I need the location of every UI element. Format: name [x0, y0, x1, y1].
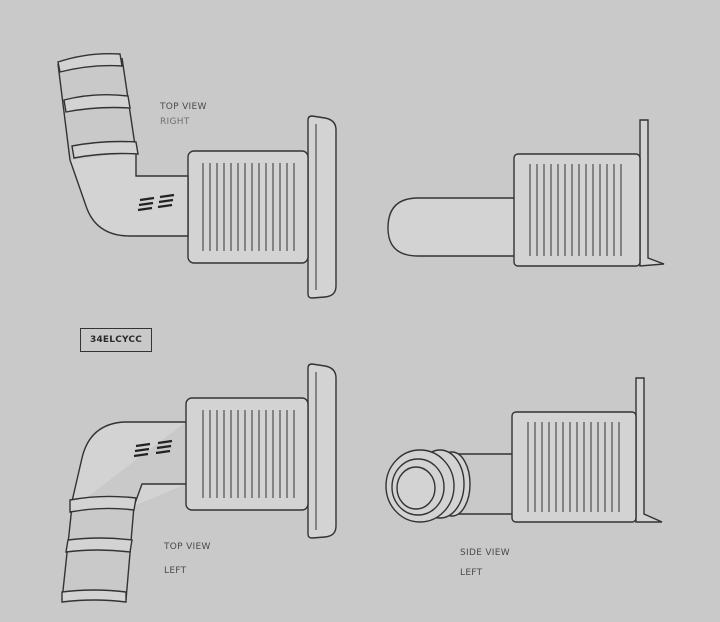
mounting-plate	[639, 119, 665, 267]
body-ribs-left	[202, 410, 295, 498]
outlet-tube	[61, 505, 135, 601]
side-view-left-drawing	[385, 377, 663, 523]
top-view-left-label-2: LEFT	[164, 566, 187, 576]
flange-plate-left	[307, 363, 337, 539]
side-view-right-drawing	[387, 119, 665, 267]
tube-end-cap	[57, 52, 123, 73]
tube-opening-inner	[391, 458, 445, 516]
side-view-left-label-1: SIDE VIEW	[460, 548, 510, 558]
tube-ring-1	[63, 93, 131, 113]
part-number-box: 34ELCYCC	[80, 328, 152, 352]
side-body-ribs	[529, 164, 622, 256]
tube-ring-left-1	[65, 537, 133, 553]
elbow-pipe-left	[69, 421, 186, 511]
logo-mark-right	[137, 193, 175, 212]
nose-tube	[387, 197, 514, 257]
tube-ring-left-2	[69, 495, 137, 513]
top-view-right-label-2: RIGHT	[160, 117, 190, 127]
flange-plate	[307, 115, 337, 299]
ribbed-body	[187, 150, 309, 264]
top-view-left-drawing	[61, 363, 337, 603]
ribbed-body-left	[185, 397, 309, 511]
side-view-left-label-2: LEFT	[460, 568, 483, 578]
tube-ring-2	[71, 140, 139, 159]
side-ribbed-body	[513, 153, 641, 267]
side-ribbed-body-left	[511, 411, 637, 523]
logo-mark-left	[133, 439, 173, 458]
side-body-ribs-left	[527, 422, 620, 512]
top-view-right-label-1: TOP VIEW	[160, 102, 207, 112]
tube-end-cap-left	[61, 589, 127, 603]
top-view-right-drawing	[57, 52, 337, 299]
elbow-pipe	[69, 152, 189, 237]
tube-opening-core	[396, 466, 436, 510]
body-ribs	[202, 163, 295, 251]
top-view-left-label-1: TOP VIEW	[164, 542, 211, 552]
mounting-plate-left	[635, 377, 663, 523]
